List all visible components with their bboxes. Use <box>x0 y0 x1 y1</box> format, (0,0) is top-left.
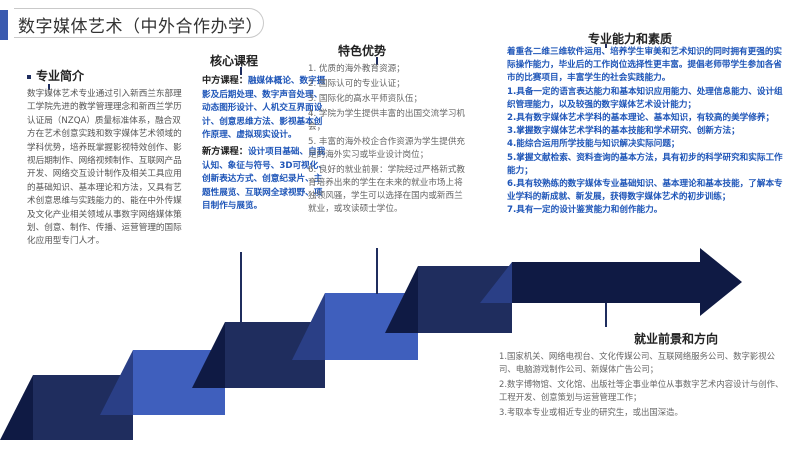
career-list: 1.国家机关、网络电视台、文化传媒公司、互联网络服务公司、数字影视公司、电脑游戏… <box>499 350 789 421</box>
career-item: 2.数字博物馆、文化馆、出版社等企事业单位从事数字艺术内容设计与创作、工程开发、… <box>499 379 784 402</box>
ability-item: 6.具有较熟练的数字媒体专业基础知识、基本理论和基本技能，了解本专业学科的新成就… <box>507 179 783 203</box>
features-list: 1. 优质的海外教育资源； 2. 国际认可的专业认证； 3. 国际化的高水平师资… <box>308 63 468 218</box>
core-connector <box>240 67 242 75</box>
career-connector <box>605 303 607 327</box>
features-heading: 特色优势 <box>338 44 387 58</box>
abilities-connector <box>605 44 607 48</box>
ability-item: 4.能综合运用所学技能与知识解决实际问题； <box>507 139 680 150</box>
ability-item: 7.具有一定的设计鉴赏能力和创作能力。 <box>507 205 663 216</box>
core-heading: 核心课程 <box>210 54 259 68</box>
nz-courses: 新方课程：设计项目基础、自我认知、象征与符号、3D可视化、创新表达方式、创意纪录… <box>202 145 330 214</box>
cn-courses-text: 融媒体概论、数字摄影及后期处理、数字声音处理、动态图形设计、人机交互界面设计、创… <box>202 76 326 141</box>
feature-item: 1. 优质的海外教育资源； <box>308 64 405 74</box>
nz-label: 新方课程： <box>202 145 248 157</box>
feature-item: 2. 国际认可的专业认证； <box>308 79 405 89</box>
ability-item: 5.掌握文献检索、资料查询的基本方法，具有初步的科学研究和实际工作能力； <box>507 152 783 176</box>
ability-item: 2.具有数字媒体艺术学科的基本理论、基本知识，有较高的美学修养； <box>507 113 775 124</box>
features-stair-connector <box>376 248 378 294</box>
abilities-list: 1.具备一定的语言表达能力和基本知识应用能力、处理信息能力、设计组织管理能力，以… <box>507 86 785 218</box>
feature-item: 5. 丰富的海外校企合作资源为学生提供充足的海外实习或毕业设计岗位； <box>308 137 466 160</box>
arrow <box>512 248 742 316</box>
step-1-fold <box>0 375 33 440</box>
title-frame <box>14 8 264 38</box>
step-3-fold <box>192 322 225 388</box>
career-item: 3.考取本专业或相近专业的研究生，或出国深造。 <box>499 407 683 417</box>
ability-item: 3.掌握数字媒体艺术学科的基本技能和学术研究、创新方法； <box>507 126 740 137</box>
step-2-fold <box>100 350 133 415</box>
core-stair-connector <box>240 252 242 322</box>
intro-body: 数字媒体艺术专业通过引入新西兰东部理工学院先进的教学管理理念和新西兰学历认证局（… <box>27 89 182 247</box>
core-courses-block: 中方课程：融媒体概论、数字摄影及后期处理、数字声音处理、动态图形设计、人机交互界… <box>202 74 330 214</box>
step-1 <box>33 375 133 440</box>
career-heading: 就业前景和方向 <box>634 332 719 346</box>
intro-heading: 专业简介 <box>27 67 84 84</box>
step-4-fold <box>292 293 325 360</box>
bullet-square-icon <box>27 74 31 79</box>
abilities-intro: 着重各二维三维软件运用、培养学生审美和艺术知识的同时拥有更强的实际操作能力，毕业… <box>507 47 783 84</box>
arrow-fold <box>480 262 512 303</box>
career-item: 1.国家机关、网络电视台、文化传媒公司、互联网络服务公司、数字影视公司、电脑游戏… <box>499 351 775 374</box>
feature-item: 3. 国际化的高水平师资队伍； <box>308 94 423 104</box>
ability-item: 1.具备一定的语言表达能力和基本知识应用能力、处理信息能力、设计组织管理能力，以… <box>507 86 783 110</box>
title-accent-bar <box>0 10 8 40</box>
features-connector <box>376 57 378 65</box>
step-3 <box>225 322 325 388</box>
step-5-fold <box>385 266 418 333</box>
abilities-heading: 专业能力和素质 <box>588 32 673 46</box>
cn-courses: 中方课程：融媒体概论、数字摄影及后期处理、数字声音处理、动态图形设计、人机交互界… <box>202 74 330 143</box>
cn-label: 中方课程： <box>202 75 248 86</box>
feature-item: 6. 良好的就业前景：学院经过严格新式教育培养出来的学生在未来的就业市场上将独领… <box>308 165 466 214</box>
feature-item: 4. 学院为学生提供丰富的出国交流学习机会； <box>308 109 466 132</box>
page-title: 数字媒体艺术（中外合作办学） <box>18 17 263 37</box>
intro-heading-text: 专业简介 <box>36 69 85 83</box>
abilities-block: 着重各二维三维软件运用、培养学生审美和艺术知识的同时拥有更强的实际操作能力，毕业… <box>507 46 785 218</box>
intro-connector <box>48 84 50 90</box>
step-4 <box>325 293 418 360</box>
nz-courses-text: 设计项目基础、自我认知、象征与符号、3D可视化、创新表达方式、创意纪录片、主题性… <box>202 146 327 212</box>
step-2 <box>133 350 225 415</box>
step-5 <box>418 266 512 333</box>
